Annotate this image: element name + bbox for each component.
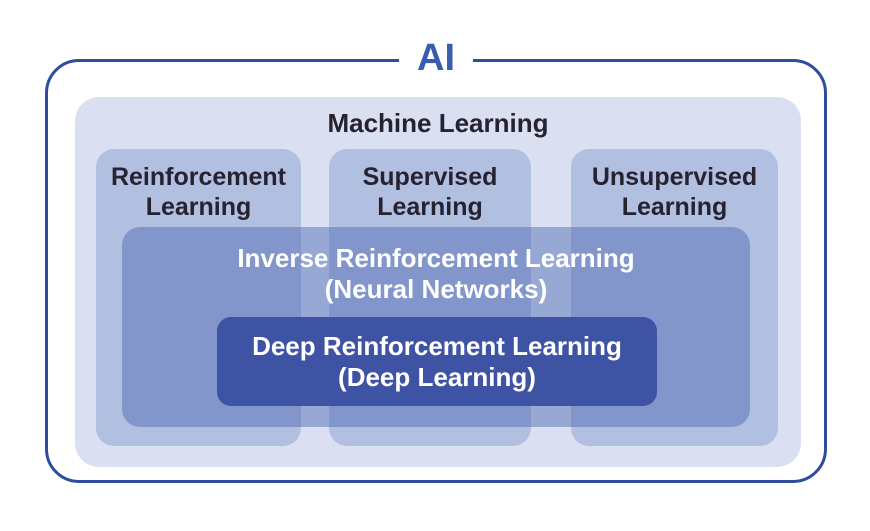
unsupervised-learning-label-line1: Unsupervised	[591, 163, 758, 191]
supervised-learning-label-line1: Supervised	[362, 163, 498, 191]
inverse-rl-label-line2: (Neural Networks)	[324, 274, 548, 304]
reinforcement-learning-label-line1: Reinforcement	[110, 163, 287, 191]
deep-rl-label-line1: Deep Reinforcement Learning	[252, 330, 622, 361]
deep-rl-label-line2: (Deep Learning)	[338, 361, 536, 392]
inverse-rl-label-line1: Inverse Reinforcement Learning	[237, 243, 635, 273]
unsupervised-learning-label-line2: Learning	[621, 193, 728, 221]
reinforcement-learning-label-line2: Learning	[145, 193, 252, 221]
supervised-learning-label-line2: Learning	[377, 193, 483, 221]
machine-learning-label: Machine Learning	[327, 108, 549, 138]
deep-reinforcement-learning-box: Deep Reinforcement Learning (Deep Learni…	[217, 317, 657, 406]
reinforcement-learning-box: Reinforcement Learning	[96, 149, 301, 446]
ai-title: AI	[399, 36, 473, 80]
